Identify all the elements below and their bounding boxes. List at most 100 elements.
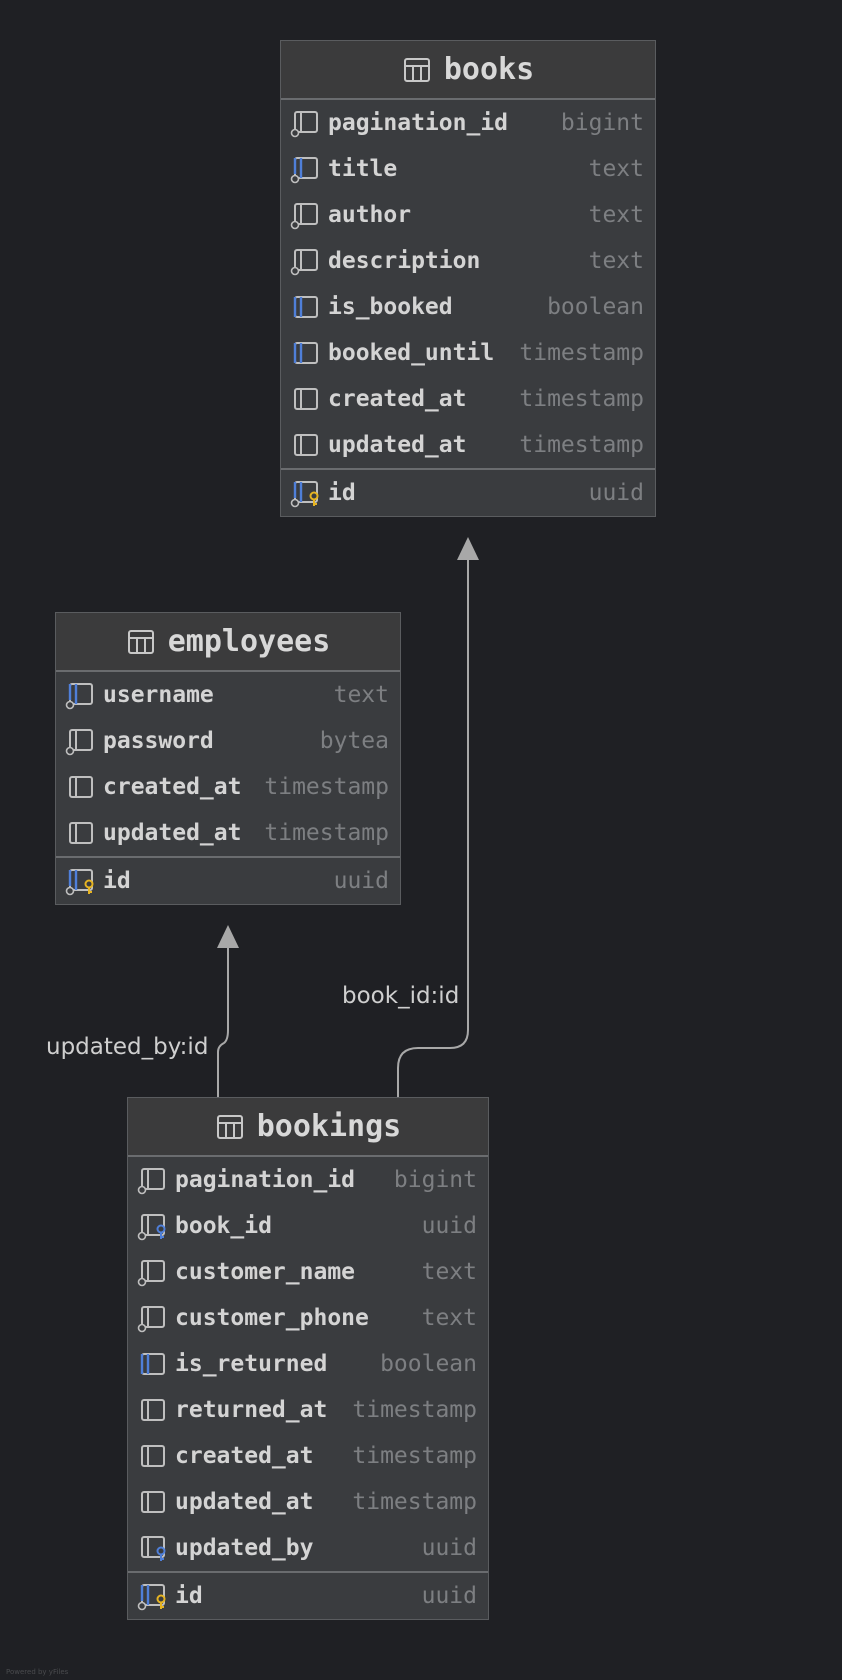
column-type: uuid (588, 480, 644, 506)
table-bookings[interactable]: bookings pagination_id bigint book_id uu… (127, 1097, 489, 1620)
column-name: id (103, 868, 131, 894)
column-row-book-id[interactable]: book_id uuid (128, 1203, 488, 1249)
table-header: bookings (128, 1098, 488, 1157)
column-name: updated_at (328, 432, 467, 458)
column-row-updated-at[interactable]: updated_at timestamp (128, 1479, 488, 1525)
column-row-password[interactable]: password bytea (56, 718, 400, 764)
column-not-null-icon (293, 296, 318, 318)
column-type: timestamp (519, 432, 644, 458)
column-icon (294, 388, 318, 410)
column-name: description (328, 248, 481, 274)
column-type: timestamp (519, 340, 644, 366)
column-type: boolean (380, 1351, 477, 1377)
column-name: created_at (103, 774, 242, 800)
column-name: is_booked (328, 294, 453, 320)
column-icon (69, 776, 93, 798)
column-row-created-at[interactable]: created_at timestamp (128, 1433, 488, 1479)
column-row-pagination-id[interactable]: pagination_id bigint (281, 100, 655, 146)
primary-key-icon (137, 1584, 166, 1611)
column-row-updated-at[interactable]: updated_at timestamp (281, 422, 655, 468)
column-name: book_id (175, 1213, 272, 1239)
column-type: uuid (333, 868, 389, 894)
column-icon (141, 1445, 165, 1467)
column-name: created_at (328, 386, 467, 412)
foreign-key-icon (141, 1536, 166, 1561)
column-type: text (588, 156, 644, 182)
column-not-null-indexed-icon (65, 683, 93, 710)
column-row-is-returned[interactable]: is_returned boolean (128, 1341, 488, 1387)
column-not-null-icon (293, 342, 318, 364)
table-grid-icon (403, 57, 430, 82)
column-type: timestamp (352, 1443, 477, 1469)
table-header: employees (56, 613, 400, 672)
column-type: timestamp (352, 1397, 477, 1423)
column-type: uuid (421, 1535, 477, 1561)
foreign-key-icon (137, 1214, 166, 1241)
table-name: books (443, 52, 535, 87)
column-name: updated_at (175, 1489, 314, 1515)
column-name: customer_name (175, 1259, 356, 1285)
column-indexed-icon (137, 1168, 165, 1195)
column-row-created-at[interactable]: created_at timestamp (281, 376, 655, 422)
column-type: bigint (393, 1167, 477, 1193)
arrow-head-employees (217, 925, 239, 948)
column-name: password (103, 728, 214, 754)
column-name: pagination_id (175, 1167, 356, 1193)
column-not-null-icon (140, 1353, 165, 1375)
column-type: text (421, 1259, 477, 1285)
column-type: bytea (319, 728, 389, 754)
column-row-is-booked[interactable]: is_booked boolean (281, 284, 655, 330)
column-indexed-icon (290, 249, 318, 276)
column-type: timestamp (264, 820, 389, 846)
column-indexed-icon (290, 111, 318, 138)
table-books[interactable]: books pagination_id bigint title text au… (280, 40, 656, 517)
column-not-null-indexed-icon (290, 157, 318, 184)
column-type: boolean (547, 294, 644, 320)
column-icon (141, 1491, 165, 1513)
relation-label-updated-by: updated_by:id (46, 1034, 209, 1060)
table-header: books (281, 41, 655, 100)
table-name: bookings (256, 1109, 402, 1144)
column-row-title[interactable]: title text (281, 146, 655, 192)
column-row-updated-by[interactable]: updated_by uuid (128, 1525, 488, 1571)
column-row-pagination-id[interactable]: pagination_id bigint (128, 1157, 488, 1203)
column-name: booked_until (328, 340, 495, 366)
column-type: text (421, 1305, 477, 1331)
column-name: created_at (175, 1443, 314, 1469)
column-row-created-at[interactable]: created_at timestamp (56, 764, 400, 810)
connector-bookings-books (397, 545, 469, 1097)
column-row-customer-name[interactable]: customer_name text (128, 1249, 488, 1295)
column-type: timestamp (352, 1489, 477, 1515)
column-name: is_returned (175, 1351, 328, 1377)
relation-label-book-id: book_id:id (342, 983, 460, 1009)
arrow-head-books (457, 537, 479, 560)
column-row-username[interactable]: username text (56, 672, 400, 718)
column-indexed-icon (137, 1260, 165, 1287)
column-row-author[interactable]: author text (281, 192, 655, 238)
powered-by-footer: Powered by yFiles (6, 1668, 69, 1676)
column-type: uuid (421, 1213, 477, 1239)
column-name: id (175, 1583, 203, 1609)
column-row-customer-phone[interactable]: customer_phone text (128, 1295, 488, 1341)
column-row-id[interactable]: id uuid (281, 468, 655, 516)
column-type: timestamp (264, 774, 389, 800)
column-name: returned_at (175, 1397, 328, 1423)
column-name: author (328, 202, 412, 228)
column-name: title (328, 156, 398, 182)
column-name: updated_by (175, 1535, 314, 1561)
column-row-updated-at[interactable]: updated_at timestamp (56, 810, 400, 856)
column-row-returned-at[interactable]: returned_at timestamp (128, 1387, 488, 1433)
column-icon (69, 822, 93, 844)
column-row-id[interactable]: id uuid (56, 856, 400, 904)
column-indexed-icon (65, 729, 93, 756)
column-row-booked-until[interactable]: booked_until timestamp (281, 330, 655, 376)
column-name: id (328, 480, 356, 506)
column-name: pagination_id (328, 110, 509, 136)
column-indexed-icon (290, 203, 318, 230)
connector-bookings-employees (217, 933, 229, 1097)
table-employees[interactable]: employees username text password bytea c… (55, 612, 401, 905)
column-indexed-icon (137, 1306, 165, 1333)
column-row-description[interactable]: description text (281, 238, 655, 284)
table-grid-icon (216, 1114, 243, 1139)
column-row-id[interactable]: id uuid (128, 1571, 488, 1619)
